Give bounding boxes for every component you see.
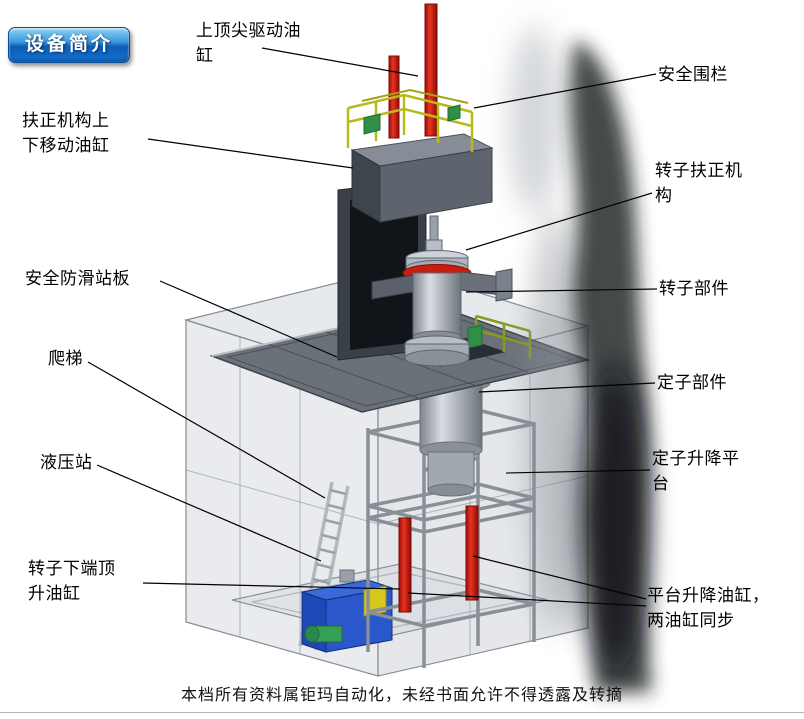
platform-lift-cylinders-model [398,505,479,613]
callout-stator-part: 定子部件 [657,373,727,392]
callout-centering-cylinder: 扶正机构上下移动油缸 [22,111,110,155]
callout-ladder: 爬梯 [48,349,83,368]
rotor-assembly [371,215,513,367]
leader-lines [87,47,658,607]
shadow-smudge [509,25,652,692]
title-badge: 设备简介 [8,27,130,63]
callout-top-tip-cylinder: 上顶尖驱动油缸 [196,21,301,65]
press-column [337,133,494,361]
callout-hydraulic-station: 液压站 [40,453,93,472]
fence-green-blocks [363,104,461,135]
bottom-divider [0,712,804,713]
callout-rotor-centering: 转子扶正机构 [655,161,743,205]
callout-platform-lift-cylinders: 平台升降油缸，两油缸同步 [647,586,770,630]
callout-stator-lift-platform: 定子升降平台 [652,449,740,493]
callout-rotor-jack-cylinder: 转子下端顶升油缸 [28,559,116,603]
footer-watermark: 本档所有资料属钜玛自动化，未经书面允许不得透露及转摘 [180,687,623,704]
callout-anti-slip-board: 安全防滑站板 [25,269,130,288]
callout-rotor-part: 转子部件 [659,279,729,298]
top-drive-cylinders [388,3,438,139]
callout-safety-fence: 安全围栏 [658,65,728,84]
